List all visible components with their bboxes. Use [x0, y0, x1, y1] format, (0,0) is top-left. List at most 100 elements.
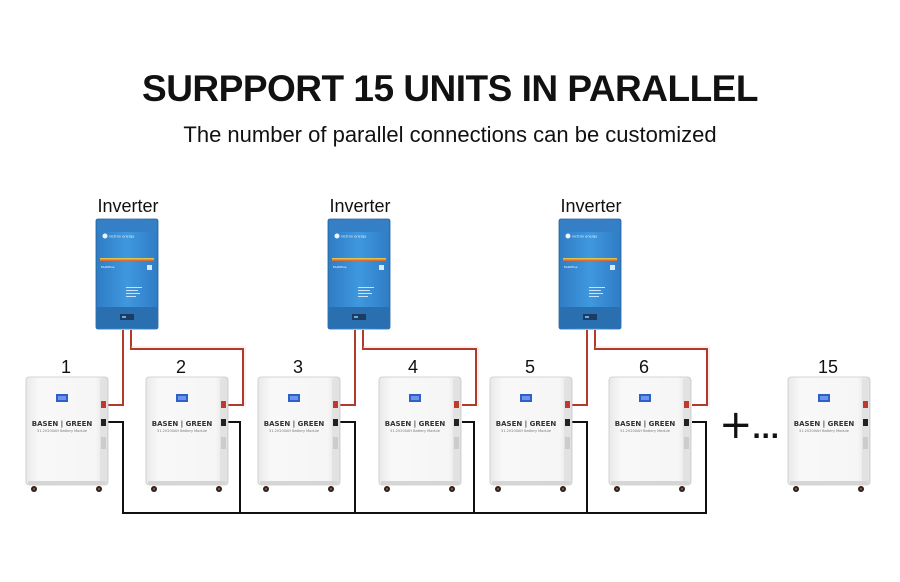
battery-number-4: 4 — [407, 357, 418, 377]
battery-terminal-positive — [333, 401, 338, 408]
battery-terminal-positive — [684, 401, 689, 408]
battery-brand: BASEN | GREEN — [264, 420, 325, 429]
battery-side-panel — [220, 379, 227, 483]
battery-base — [611, 481, 689, 485]
battery-terminal-positive — [101, 401, 106, 408]
battery-terminal-negative — [221, 419, 226, 426]
battery-number-3: 3 — [292, 357, 303, 377]
red-cable-inv1-bat1 — [108, 330, 124, 406]
inverter-label-1: Inverter — [97, 196, 159, 216]
battery-base — [148, 481, 226, 485]
inverter-color-stripe — [100, 258, 154, 260]
inverter-indicator-icon — [147, 265, 152, 270]
battery-terminal-negative — [684, 419, 689, 426]
black-bus-main — [108, 421, 707, 514]
black-drop-bat2 — [228, 421, 241, 513]
battery-brand: BASEN | GREEN — [794, 420, 855, 429]
battery-brand: BASEN | GREEN — [32, 420, 93, 429]
battery-terminal-negative — [333, 419, 338, 426]
inverter-model: MultiPlus — [564, 265, 578, 269]
inverter-body — [558, 218, 622, 330]
battery-side-panel — [100, 379, 107, 483]
red-cable-inv2-bat4 — [362, 330, 477, 406]
inverter-brand: victron energy — [341, 235, 366, 239]
black-cables — [108, 421, 707, 514]
battery-side-panel — [564, 379, 571, 483]
inverter-label-2: Inverter — [329, 196, 391, 216]
inverter-top-panel — [329, 220, 389, 232]
battery-model: 51.2V200AH Battery Module — [390, 429, 440, 433]
victron-logo-icon — [334, 233, 340, 239]
inverter-color-stripe — [563, 258, 617, 260]
red-cable-inv1-bat2 — [130, 330, 244, 406]
continuation-dots: ... — [752, 416, 779, 444]
battery-terminal-negative — [454, 419, 459, 426]
battery-brand: BASEN | GREEN — [496, 420, 557, 429]
inverter-brand: victron energy — [572, 235, 597, 239]
battery-model: 51.2V200AH Battery Module — [620, 429, 670, 433]
red-cable-inv3-bat6 — [594, 330, 708, 406]
battery-side-panel — [862, 379, 869, 483]
black-drop-bat4 — [462, 421, 475, 513]
inverter-model: MultiPlus — [333, 265, 347, 269]
battery-terminal-negative — [863, 419, 868, 426]
inverter-top-panel — [97, 220, 157, 232]
battery-number-2: 2 — [175, 357, 186, 377]
battery-terminal-positive — [863, 401, 868, 408]
battery-side-panel — [453, 379, 460, 483]
inverter-color-stripe — [332, 258, 386, 260]
battery-terminal-positive — [454, 401, 459, 408]
battery-terminal-negative — [565, 419, 570, 426]
inverter-top-panel — [560, 220, 620, 232]
inverter-brand: victron energy — [109, 235, 134, 239]
inverter-body — [95, 218, 159, 330]
red-cable-inv2-bat3 — [340, 330, 356, 406]
inverter-model: MultiPlus — [101, 265, 115, 269]
battery-base — [790, 481, 868, 485]
battery-side-panel — [683, 379, 690, 483]
battery-model: 51.2V200AH Battery Module — [37, 429, 87, 433]
battery-terminal-positive — [565, 401, 570, 408]
battery-number-5: 5 — [524, 357, 535, 377]
black-drop-bat5 — [572, 421, 588, 513]
battery-base — [28, 481, 106, 485]
battery-model: 51.2V200AH Battery Module — [501, 429, 551, 433]
battery-number-15: 15 — [817, 357, 839, 377]
battery-terminal-negative — [101, 419, 106, 426]
inverter-switch-icon — [352, 314, 366, 320]
plus-sign: + — [719, 402, 753, 448]
battery-base — [492, 481, 570, 485]
page-title: SURPPORT 15 UNITS IN PARALLEL — [142, 68, 758, 109]
red-cables — [108, 330, 708, 406]
battery-model: 51.2V200AH Battery Module — [799, 429, 849, 433]
inverter-indicator-icon — [379, 265, 384, 270]
battery-brand: BASEN | GREEN — [385, 420, 446, 429]
battery-terminal-positive — [221, 401, 226, 408]
battery-model: 51.2V200AH Battery Module — [269, 429, 319, 433]
victron-logo-icon — [565, 233, 571, 239]
inverter-label-3: Inverter — [560, 196, 622, 216]
battery-side-panel — [332, 379, 339, 483]
battery-base — [260, 481, 338, 485]
page-subtitle: The number of parallel connections can b… — [183, 122, 717, 147]
inverter-indicator-icon — [610, 265, 615, 270]
inverter-switch-icon — [583, 314, 597, 320]
inverter-body — [327, 218, 391, 330]
black-drop-bat3 — [340, 421, 356, 513]
battery-number-1: 1 — [60, 357, 71, 377]
battery-brand: BASEN | GREEN — [615, 420, 676, 429]
victron-logo-icon — [102, 233, 108, 239]
